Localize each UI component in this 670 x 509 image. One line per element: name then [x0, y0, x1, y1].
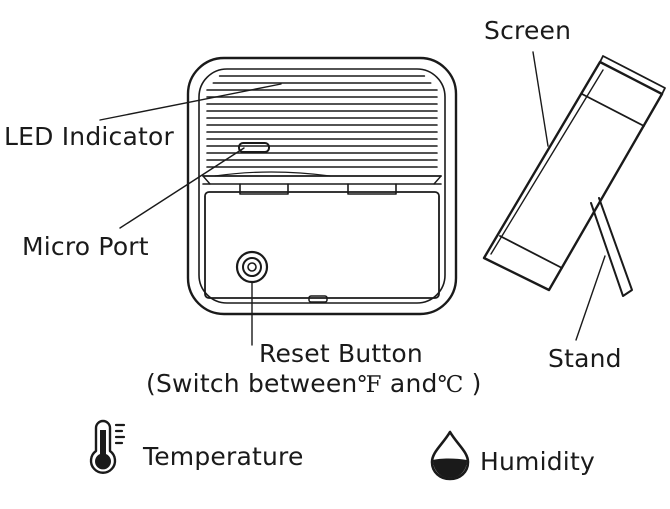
- vent-grille: [206, 75, 438, 168]
- stand-label: Stand: [548, 344, 622, 373]
- switch-note-suffix: ): [471, 369, 482, 398]
- celsius-symbol: ℃: [437, 372, 464, 398]
- leader-screen: [532, 51, 549, 147]
- reset-button-graphic: [235, 250, 269, 284]
- led-indicator-label: LED Indicator: [4, 122, 174, 151]
- screen-label: Screen: [484, 16, 572, 45]
- and-word: and: [389, 369, 438, 398]
- reset-button-label: Reset Button: [259, 339, 423, 368]
- fahrenheit-symbol: ℉: [357, 372, 382, 398]
- battery-cover: [202, 171, 442, 303]
- leader-stand: [575, 255, 606, 341]
- device-body-inner: [198, 68, 446, 304]
- water-drop-icon: [430, 430, 470, 481]
- thermometer-icon: [89, 419, 126, 474]
- humidity-label: Humidity: [480, 447, 595, 476]
- leader-led: [99, 83, 282, 121]
- micro-port-label: Micro Port: [22, 232, 149, 261]
- device-back-view: [186, 56, 458, 316]
- device-body-outline: [186, 56, 458, 316]
- switch-note-prefix: (Switch between: [146, 369, 358, 398]
- leader-micro-port: [119, 147, 245, 229]
- micro-port: [238, 142, 270, 153]
- switch-units-note: (Switch between℉ and℃ ): [146, 371, 482, 397]
- leader-lines: [99, 51, 606, 346]
- device-side-view: [482, 55, 666, 297]
- temperature-label: Temperature: [143, 442, 304, 471]
